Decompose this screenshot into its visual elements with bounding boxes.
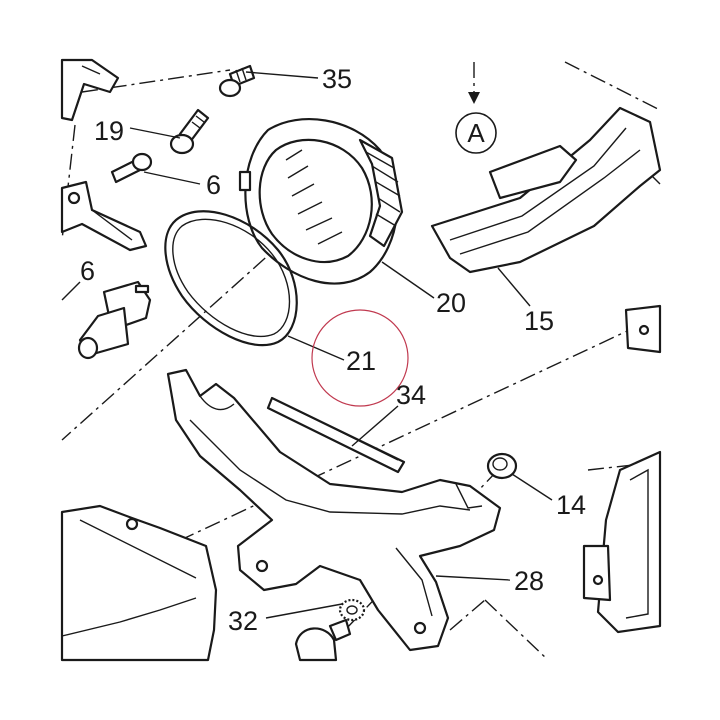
housing-15-edge xyxy=(651,175,661,185)
clip-plate xyxy=(60,180,148,252)
bracket-fragment xyxy=(60,58,120,122)
leader-14 xyxy=(511,473,553,501)
bracket-28-notch xyxy=(199,395,235,411)
callout-6-lower: 6 xyxy=(80,256,95,286)
callout-14: 14 xyxy=(556,490,586,520)
clip-hole xyxy=(67,191,81,205)
bezel-20 xyxy=(238,118,404,285)
callout-6-upper: 6 xyxy=(206,170,221,200)
bezel-tab xyxy=(238,170,252,192)
callout-21: 21 xyxy=(346,346,376,376)
bracket-28-hole-bottom xyxy=(413,621,427,635)
bolt-35-head xyxy=(218,78,242,98)
callout-32: 32 xyxy=(228,606,258,636)
callout-34: 34 xyxy=(396,380,426,410)
strip-34-texture xyxy=(279,401,399,461)
view-arrow-head xyxy=(468,92,480,104)
bulb-tip xyxy=(77,336,99,360)
housing-15-body xyxy=(430,106,662,274)
view-marker-circle xyxy=(455,112,497,154)
bracket-clip xyxy=(60,180,148,252)
centerline-bottom-a xyxy=(449,599,486,631)
washer-screw-32 xyxy=(294,598,366,662)
leader-6-upper xyxy=(143,171,201,185)
callout-20: 20 xyxy=(436,288,466,318)
housing-15-contour xyxy=(449,127,641,255)
bolt-35 xyxy=(218,64,256,98)
washer-32-bore xyxy=(346,605,358,615)
centerline-right-top xyxy=(564,61,661,111)
leader-20 xyxy=(381,261,435,299)
leader-35 xyxy=(245,71,319,79)
top-left-bracket xyxy=(60,58,120,122)
left-housing-body xyxy=(60,504,218,662)
screw-32-head xyxy=(294,627,338,662)
screw-6-upper xyxy=(110,152,153,184)
bulb xyxy=(77,280,152,360)
left-housing xyxy=(60,504,218,662)
callout-19: 19 xyxy=(94,116,124,146)
centerline-bottom-b xyxy=(484,599,549,661)
right-housing xyxy=(596,450,662,634)
bracket-28-flange xyxy=(189,419,471,515)
bezel-inner xyxy=(258,138,373,264)
bezel-teeth xyxy=(365,151,401,227)
right-tab-hole xyxy=(638,324,650,336)
seal-ring-outer xyxy=(164,210,298,347)
highlight-circle xyxy=(311,309,409,407)
housing-15-tab xyxy=(488,144,578,200)
bolt-19-head xyxy=(169,133,195,155)
view-marker: A xyxy=(455,112,497,154)
bolt-19-thread xyxy=(191,115,205,129)
screw-32-shank xyxy=(328,618,352,642)
bracket-edge xyxy=(81,65,101,75)
view-marker-label: A xyxy=(467,118,485,148)
callout-35: 35 xyxy=(322,64,352,94)
seal-ring-21 xyxy=(164,210,298,347)
bracket-28 xyxy=(166,368,502,652)
centerline-top xyxy=(81,69,231,93)
bolt-19 xyxy=(169,108,210,155)
left-housing-hole xyxy=(125,517,139,531)
nut-14-bore xyxy=(492,457,508,471)
bracket-28-slot xyxy=(455,483,483,509)
leader-21 xyxy=(287,335,345,361)
bulb-pin xyxy=(134,284,150,294)
strip-34 xyxy=(266,396,406,474)
leader-28 xyxy=(435,575,511,581)
bracket-28-arm-edge xyxy=(395,547,433,617)
leader-34 xyxy=(351,405,399,447)
right-housing-clip xyxy=(582,544,612,602)
leader-32 xyxy=(265,603,343,619)
callout-labels: 35 19 6 6 20 15 21 34 14 28 32 xyxy=(80,64,586,636)
right-clip-hole xyxy=(592,574,604,586)
leader-lines xyxy=(61,71,553,619)
bolt-35-thread xyxy=(235,67,247,83)
left-housing-contour xyxy=(61,519,197,637)
leader-19 xyxy=(129,127,181,139)
right-housing-contour xyxy=(625,468,649,619)
leader-6-lower xyxy=(61,281,81,301)
callout-15: 15 xyxy=(524,306,554,336)
nut-14 xyxy=(486,452,518,480)
bezel-ribs xyxy=(285,149,343,245)
screw-6-head xyxy=(131,152,153,172)
leader-15 xyxy=(497,267,531,307)
washer-32-toothed xyxy=(338,598,366,622)
housing-15 xyxy=(430,106,662,274)
bracket-28-hole-left xyxy=(255,559,269,573)
bracket-28-body xyxy=(166,368,502,652)
right-bracket xyxy=(582,304,662,634)
callout-28: 28 xyxy=(514,566,544,596)
clip-edge xyxy=(91,209,133,241)
seal-ring-inner xyxy=(172,218,291,338)
